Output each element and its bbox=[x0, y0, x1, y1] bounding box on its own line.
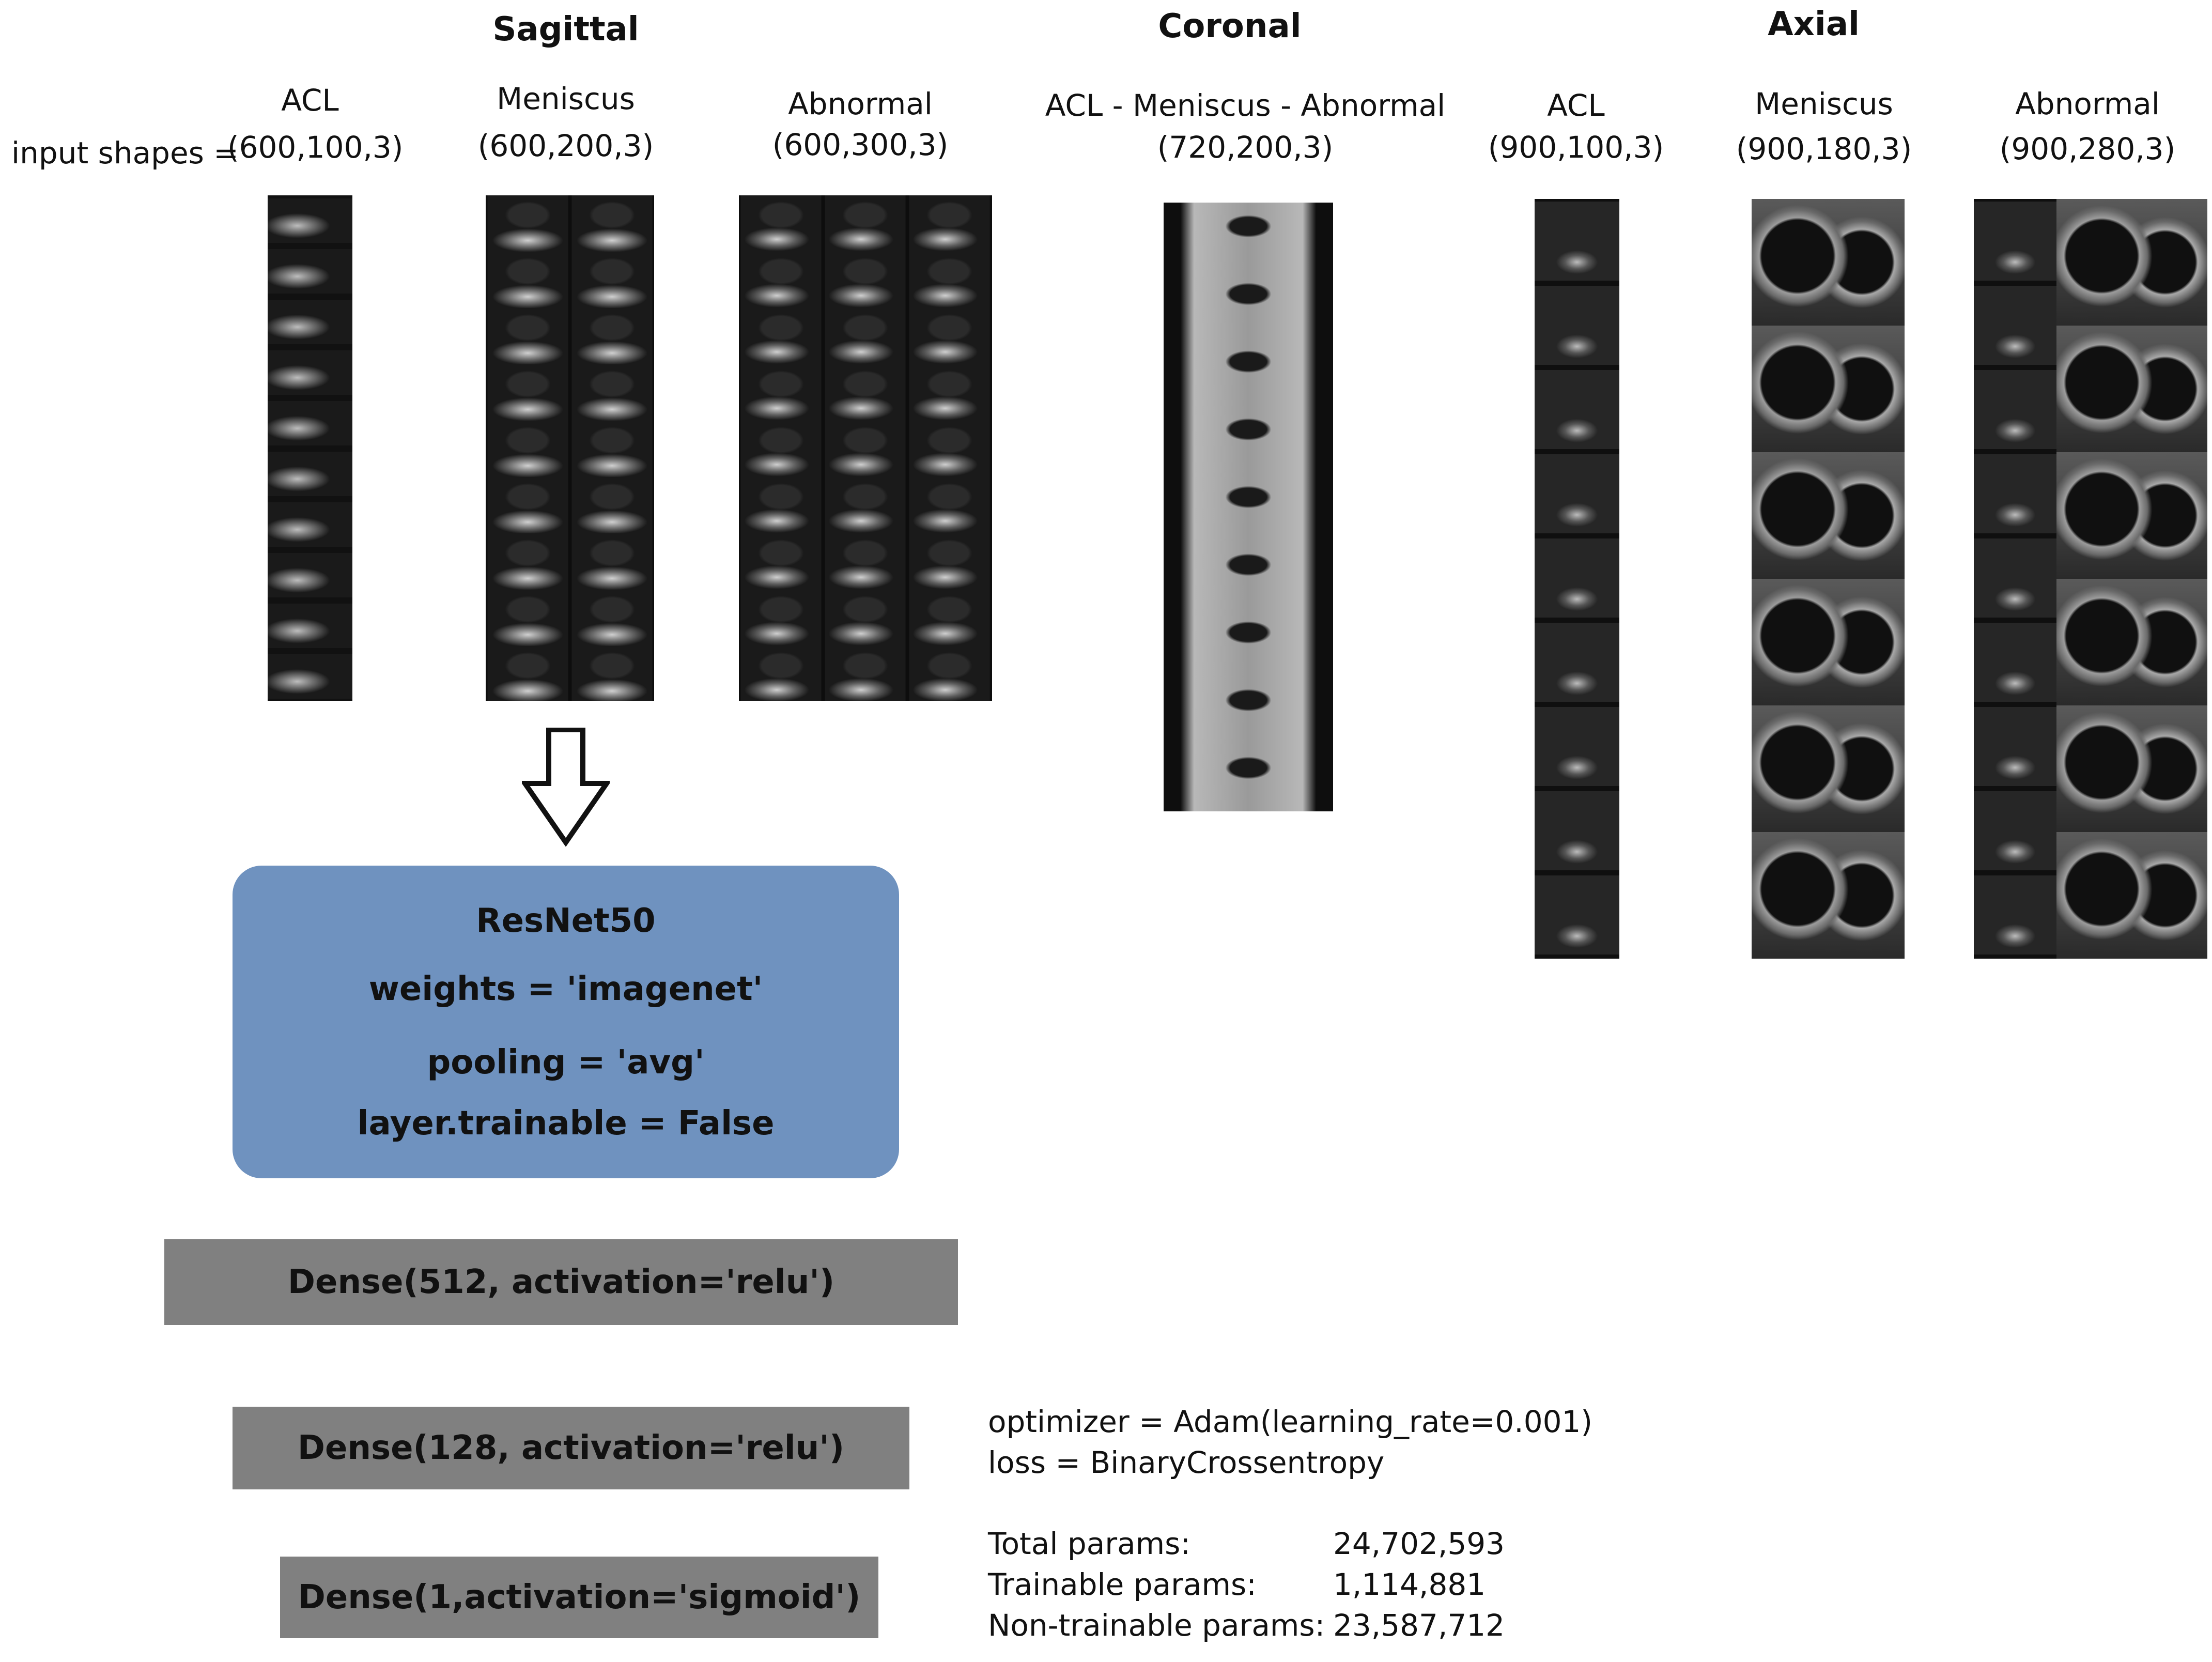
params-row-nontrainable: Non-trainable params: 23,587,712 bbox=[988, 1605, 1505, 1646]
mri-strip-axial-acl bbox=[1535, 199, 1619, 959]
label-axial-acl-shape: (900,100,3) bbox=[1488, 129, 1664, 165]
label-sagittal-meniscus-shape: (600,200,3) bbox=[477, 128, 654, 163]
loss-text: loss = BinaryCrossentropy bbox=[988, 1444, 1385, 1480]
resnet50-trainable: layer.trainable = False bbox=[357, 1104, 775, 1143]
params-table: Total params: 24,702,593 Trainable param… bbox=[988, 1524, 1505, 1646]
dense-1-layer: Dense(1,activation='sigmoid') bbox=[280, 1557, 878, 1638]
down-arrow-icon bbox=[522, 728, 610, 847]
label-axial-abnormal: Abnormal (900,280,3) bbox=[1989, 85, 2186, 167]
label-sagittal-meniscus: Meniscus (600,200,3) bbox=[462, 80, 669, 164]
label-sagittal-abnormal-shape: (600,300,3) bbox=[772, 127, 949, 162]
params-nontrainable-value: 23,587,712 bbox=[1333, 1607, 1505, 1643]
resnet50-pooling: pooling = 'avg' bbox=[427, 1043, 705, 1082]
label-axial-abnormal-name: Abnormal bbox=[2015, 86, 2160, 121]
label-sagittal-acl-shape: (600,100,3) bbox=[227, 129, 404, 165]
resnet50-block: ResNet50 weights = 'imagenet' pooling = … bbox=[233, 866, 899, 1178]
mri-strip-axial-abnormal-right bbox=[2056, 199, 2207, 959]
axial-header: Axial bbox=[1768, 5, 1860, 43]
resnet50-title: ResNet50 bbox=[476, 901, 656, 940]
mri-strip-coronal bbox=[1164, 203, 1333, 811]
mri-strip-sagittal-acl bbox=[268, 195, 352, 701]
input-shapes-label: input shapes = bbox=[11, 135, 239, 171]
params-trainable-label: Trainable params: bbox=[988, 1566, 1257, 1602]
sagittal-header: Sagittal bbox=[492, 10, 639, 49]
mri-strip-sagittal-abnormal bbox=[739, 195, 992, 701]
optimizer-text: optimizer = Adam(learning_rate=0.001) bbox=[988, 1404, 1593, 1439]
label-sagittal-meniscus-name: Meniscus bbox=[497, 81, 635, 116]
label-coronal-all-shape: (720,200,3) bbox=[1157, 129, 1334, 165]
resnet50-weights: weights = 'imagenet' bbox=[368, 969, 763, 1008]
label-axial-meniscus-shape: (900,180,3) bbox=[1736, 131, 1912, 166]
dense-512-layer: Dense(512, activation='relu') bbox=[164, 1239, 958, 1325]
label-sagittal-abnormal-name: Abnormal bbox=[788, 86, 933, 121]
label-axial-abnormal-shape: (900,280,3) bbox=[1999, 131, 2176, 166]
label-sagittal-acl-name: ACL bbox=[281, 83, 339, 118]
training-config: optimizer = Adam(learning_rate=0.001) lo… bbox=[988, 1402, 1592, 1483]
mri-strip-axial-abnormal-left bbox=[1974, 199, 2056, 959]
label-axial-meniscus: Meniscus (900,180,3) bbox=[1726, 85, 1922, 167]
params-total-label: Total params: bbox=[988, 1526, 1190, 1561]
params-row-trainable: Trainable params: 1,114,881 bbox=[988, 1564, 1505, 1605]
params-total-value: 24,702,593 bbox=[1333, 1526, 1505, 1561]
label-sagittal-acl: ACL (600,100,3) bbox=[227, 82, 404, 166]
params-trainable-value: 1,114,881 bbox=[1333, 1566, 1486, 1602]
mri-strip-axial-meniscus bbox=[1752, 199, 1905, 959]
label-coronal-all: ACL - Meniscus - Abnormal (720,200,3) bbox=[1033, 87, 1457, 166]
label-sagittal-abnormal: Abnormal (600,300,3) bbox=[757, 85, 964, 163]
mri-strip-sagittal-meniscus bbox=[486, 195, 654, 701]
params-nontrainable-label: Non-trainable params: bbox=[988, 1607, 1325, 1643]
label-axial-meniscus-name: Meniscus bbox=[1755, 86, 1893, 121]
dense-128-layer: Dense(128, activation='relu') bbox=[233, 1407, 909, 1489]
label-axial-acl-name: ACL bbox=[1547, 88, 1605, 123]
params-row-total: Total params: 24,702,593 bbox=[988, 1524, 1505, 1564]
coronal-header: Coronal bbox=[1158, 7, 1302, 45]
label-axial-acl: ACL (900,100,3) bbox=[1478, 87, 1674, 166]
label-coronal-all-name: ACL - Meniscus - Abnormal bbox=[1045, 88, 1446, 123]
